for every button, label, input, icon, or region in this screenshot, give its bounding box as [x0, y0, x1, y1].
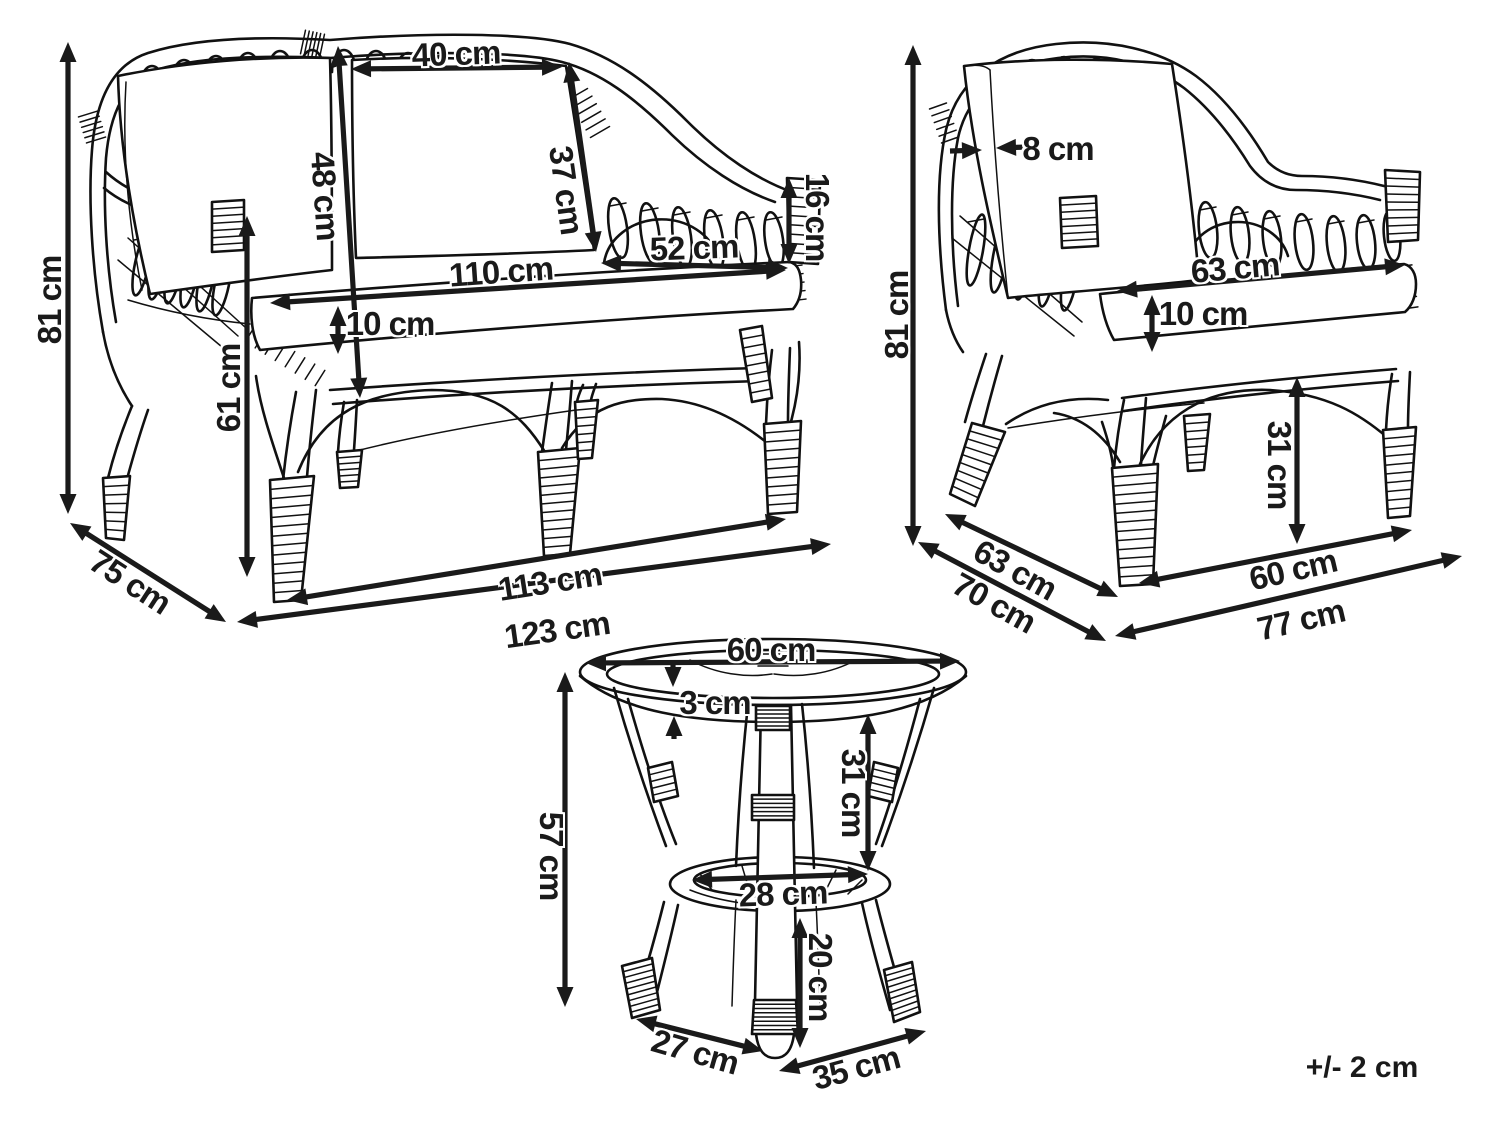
dim-label-table-shelf-width: 28 cm: [738, 873, 828, 914]
dim-label-sofa-back-cushion-height: 48 cm: [303, 150, 348, 242]
dim-label-table-foot-height: 20 cm: [802, 932, 839, 1022]
dim-label-sofa-seat-height: 61 cm: [210, 343, 247, 433]
dim-label-armchair-seat-width: 63 cm: [1189, 245, 1281, 290]
dim-label-sofa-side-seat-depth: 52 cm: [649, 227, 739, 268]
dim-label-armchair-leg-height: 31 cm: [1261, 420, 1298, 510]
sofa-drawing: [77, 29, 822, 604]
dim-label-armchair-seat-cushion: 10 cm: [1158, 295, 1249, 332]
dim-label-sofa-armrest-height: 16 cm: [799, 172, 836, 262]
table-drawing: [578, 637, 968, 1060]
dim-label-table-height: 57 cm: [533, 811, 570, 901]
dim-label-sofa-cushion-width: 40 cm: [411, 33, 501, 74]
dimension-arrows: [59, 42, 1462, 1074]
dim-label-table-shelf-height: 31 cm: [835, 748, 872, 838]
sofa-wrapped-sections: [101, 176, 822, 604]
tolerance-note: +/- 2 cm: [1305, 1051, 1419, 1084]
dim-label-sofa-seat-width: 110 cm: [447, 249, 555, 294]
dim-label-table-top-thickness: 3 cm: [679, 684, 751, 721]
dim-label-sofa-cushion-thickness: 10 cm: [345, 305, 436, 342]
dim-label-table-diameter: 60 cm: [726, 631, 817, 668]
dim-label-sofa-height: 81 cm: [31, 255, 68, 345]
armchair-wrapped-sections: [948, 168, 1422, 588]
dim-label-armchair-height: 81 cm: [878, 270, 915, 360]
armchair-drawing: [928, 41, 1422, 588]
dim-label-armchair-cushion-thickness: 8 cm: [1022, 130, 1094, 167]
